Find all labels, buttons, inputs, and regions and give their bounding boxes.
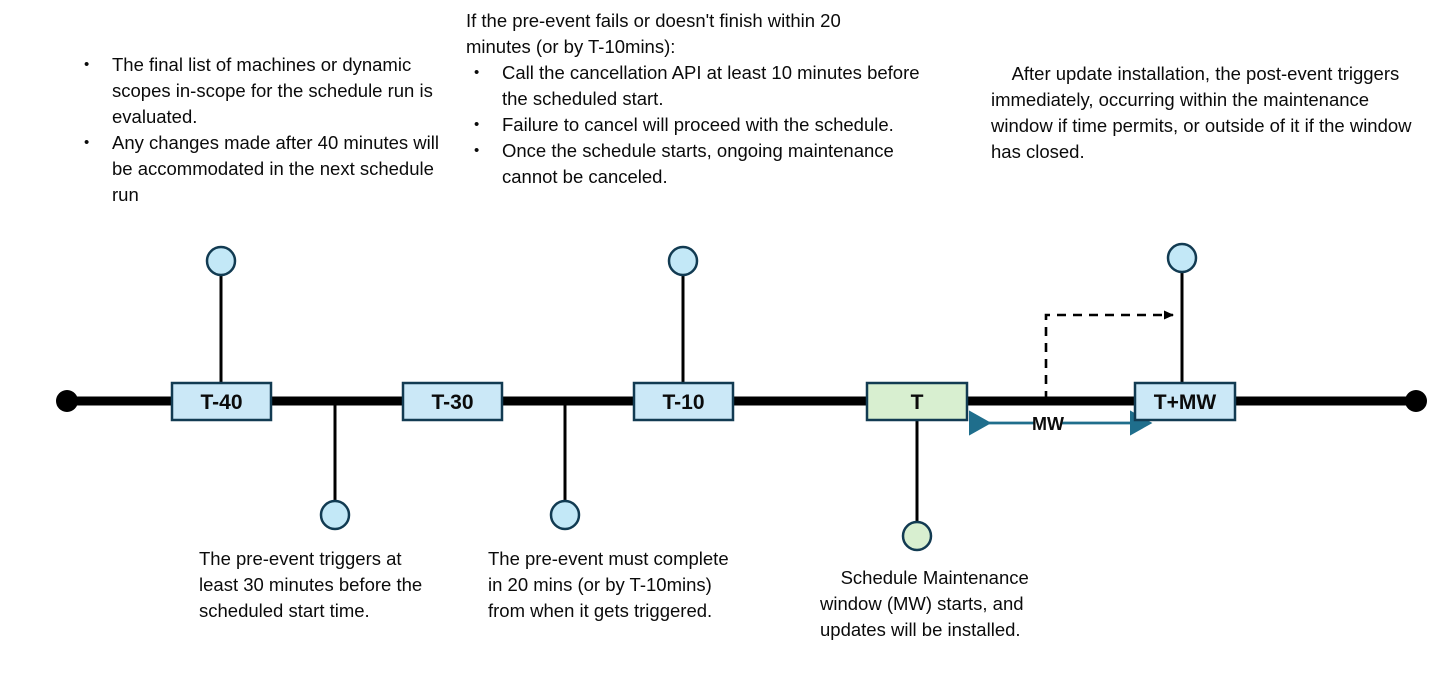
callout-circle-t-10-up[interactable] (667, 245, 699, 277)
note-top-right: After update installation, the post-even… (991, 63, 1417, 162)
milestone-t-label: T (911, 391, 924, 414)
post-event-dashed-arrow (1044, 310, 1174, 400)
callout-circle-t-40-up[interactable] (205, 245, 237, 277)
milestone-t-10-label: T-10 (662, 391, 704, 414)
note-top-left-item-2: Any changes made after 40 minutes will b… (76, 130, 446, 208)
note-pre-event-trigger: The pre-event triggers at least 30 minut… (199, 548, 428, 621)
callout-circle-t-plus-mw-up[interactable] (1166, 242, 1198, 274)
note-top-left-item-1: The final list of machines or dynamic sc… (76, 52, 446, 130)
note-top-middle-lead: If the pre-event fails or doesn't finish… (466, 10, 841, 57)
milestone-t-box[interactable] (865, 381, 969, 422)
timeline-endpoint-right (1405, 390, 1427, 412)
timeline-endpoint-left (56, 390, 78, 412)
milestone-t-30[interactable]: T-30 (401, 381, 504, 422)
note-top-middle-item-2: Failure to cancel will proceed with the … (466, 112, 926, 138)
milestone-t-30-box[interactable] (401, 381, 504, 422)
note-top-middle-item-3: Once the schedule starts, ongoing mainte… (466, 138, 926, 190)
milestone-t-plus-mw[interactable]: T+MW (1133, 381, 1237, 422)
note-top-middle-item-1: Call the cancellation API at least 10 mi… (466, 60, 926, 112)
callout-circle-pre-event-trigger[interactable] (319, 499, 351, 531)
note-maintenance-window: Schedule Maintenance window (MW) starts,… (820, 567, 1034, 640)
milestone-t-30-label: T-30 (431, 391, 473, 414)
milestone-t-40-box[interactable] (170, 381, 273, 422)
callout-circle-maintenance-start[interactable] (901, 520, 933, 552)
milestone-t-10[interactable]: T-10 (632, 381, 735, 422)
milestone-t-plus-mw-box[interactable] (1133, 381, 1237, 422)
milestone-t-plus-mw-label: T+MW (1154, 391, 1217, 414)
note-top-left: The final list of machines or dynamic sc… (76, 52, 446, 208)
mw-span-label: MW (1032, 414, 1064, 434)
note-pre-event-complete: The pre-event must complete in 20 mins (… (488, 548, 734, 621)
milestone-t-40[interactable]: T-40 (170, 381, 273, 422)
callout-circle-pre-event-complete[interactable] (549, 499, 581, 531)
milestone-t-10-box[interactable] (632, 381, 735, 422)
milestone-t[interactable]: T (865, 381, 969, 422)
note-top-middle: Call the cancellation API at least 10 mi… (466, 60, 926, 190)
milestone-t-40-label: T-40 (200, 391, 242, 414)
